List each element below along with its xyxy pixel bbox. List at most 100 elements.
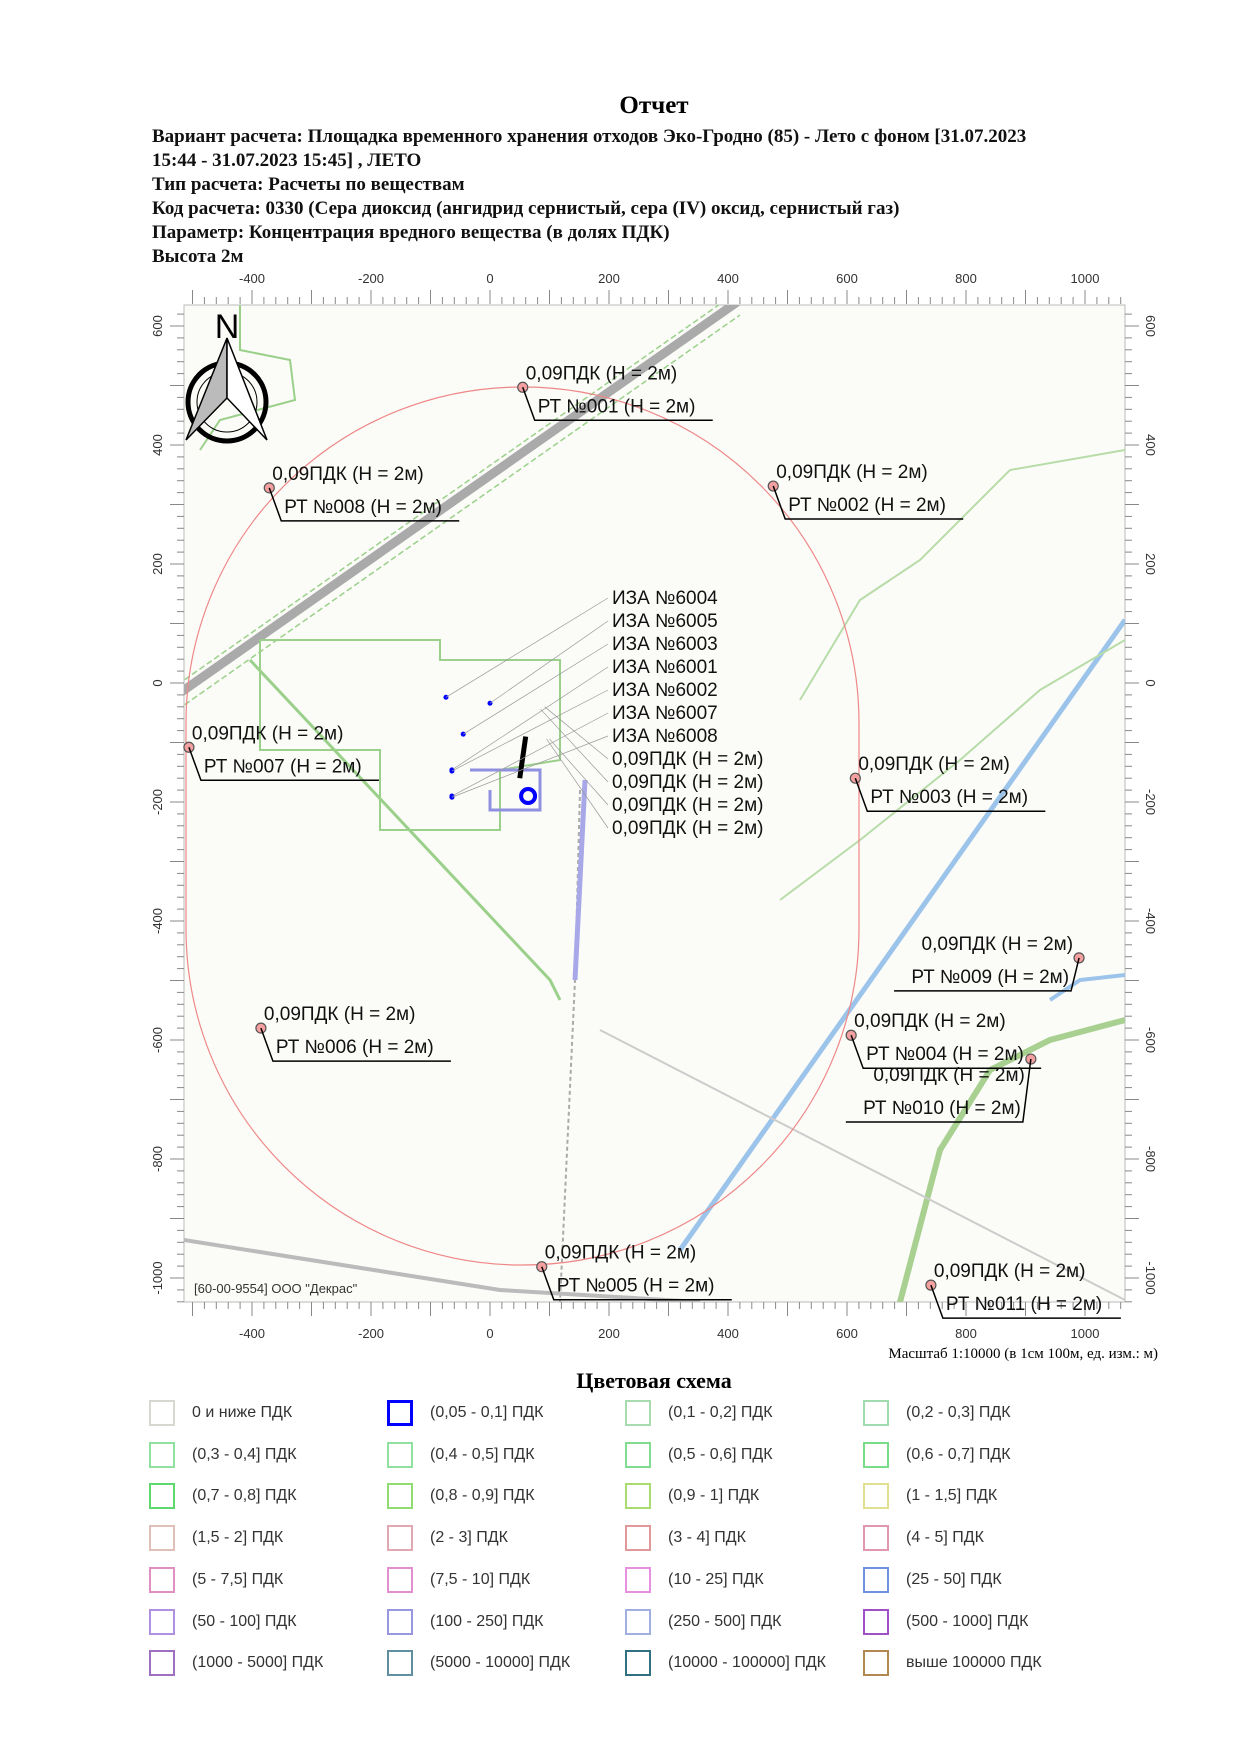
railway — [184, 305, 741, 696]
receptor-name: РТ №008 (Н = 2м) — [284, 497, 442, 518]
legend-label: (10000 - 100000] ПДК — [668, 1654, 826, 1672]
source-label: ИЗА №6003 — [612, 634, 718, 655]
legend-swatch — [387, 1525, 413, 1552]
legend-label: (250 - 500] ПДК — [668, 1612, 782, 1630]
legend-label: (1000 - 5000] ПДК — [192, 1654, 324, 1672]
leader-line — [894, 957, 1080, 992]
receptor-point[interactable]: 0,09ПДК (Н = 2м)РТ №004 (Н = 2м) — [845, 1011, 1042, 1069]
receptor-value: 0,09ПДК (Н = 2м) — [264, 1004, 416, 1025]
receptor-value: 0,09ПДК (Н = 2м) — [545, 1243, 697, 1264]
source-leader — [451, 689, 609, 772]
calc-type: Тип расчета: Расчеты по веществам — [152, 174, 465, 195]
legend-swatch — [387, 1608, 413, 1635]
legend-label: (0,6 - 0,7] ПДК — [906, 1445, 1011, 1463]
legend-swatch — [625, 1441, 651, 1468]
legend-label: (500 - 1000] ПДК — [906, 1612, 1029, 1630]
leader-line — [188, 747, 379, 782]
map-frame — [183, 304, 1126, 1303]
source-label: ИЗА №6002 — [612, 680, 718, 701]
legend-label: (0,8 - 0,9] ПДК — [430, 1487, 535, 1505]
source-label: ИЗА №6007 — [612, 703, 718, 724]
receptor-point[interactable]: 0,09ПДК (Н = 2м)РТ №011 (Н = 2м) — [925, 1261, 1121, 1319]
y-tick-label: -600 — [150, 1027, 165, 1053]
receptor-name: РТ №004 (Н = 2м) — [866, 1044, 1024, 1065]
receptor-name: РТ №002 (Н = 2м) — [788, 495, 946, 516]
x-tick-label: 600 — [836, 271, 858, 286]
legend-item: (100 - 250] ПДК — [387, 1608, 543, 1635]
y-tick-label: 400 — [1143, 434, 1158, 456]
y-tick-label: -800 — [1143, 1146, 1158, 1172]
legend-label: (0,05 - 0,1] ПДК — [430, 1404, 544, 1421]
legend-label: (0,5 - 0,6] ПДК — [668, 1445, 773, 1463]
source-label: ИЗА №6005 — [612, 611, 718, 632]
receptor-point[interactable]: 0,09ПДК (Н = 2м) РТ №003 (Н = 2м) — [849, 754, 1046, 812]
legend-swatch — [387, 1441, 413, 1468]
dispersion-map[interactable]: N -400-400-200-2000020020040040060060080… — [0, 0, 1240, 1360]
legend-item: (5 - 7,5] ПДК — [149, 1566, 283, 1593]
legend-label: (7,5 - 10] ПДК — [430, 1570, 531, 1588]
legend-label: (0,4 - 0,5] ПДК — [430, 1445, 535, 1463]
calc-code: Код расчета: 0330 (Сера диоксид (ангидри… — [152, 198, 900, 219]
receptor-point[interactable]: 0,09ПДК (Н = 2м)РТ №002 (Н = 2м) — [767, 462, 964, 520]
receptor-point[interactable]: 0,09ПДК (Н = 2м)РТ №008 (Н = 2м) — [263, 464, 460, 522]
legend-item: (3 - 4] ПДК — [625, 1525, 746, 1552]
y-tick-label: -400 — [1143, 908, 1158, 934]
legend-label: (0,7 - 0,8] ПДК — [192, 1487, 297, 1505]
receptor-point[interactable]: 0,09ПДК (Н = 2м)РТ №001 (Н = 2м) — [517, 363, 713, 422]
receptor-point[interactable]: 0,09ПДК (Н = 2м)РТ №010 (Н = 2м) — [845, 1053, 1037, 1123]
legend-label: (4 - 5] ПДК — [906, 1529, 984, 1547]
y-tick-label: -200 — [150, 789, 165, 815]
legend-label: выше 100000 ПДК — [906, 1654, 1042, 1672]
legend-item: (0,2 - 0,3] ПДК — [863, 1400, 1011, 1426]
receptor-value: 0,09ПДК (Н = 2м) — [858, 754, 1010, 775]
y-tick-label: 600 — [1143, 315, 1158, 337]
leader-line — [541, 1266, 732, 1301]
river — [677, 618, 1125, 1252]
receptor-point[interactable]: 0,09ПДК (Н = 2м)РТ №007 (Н = 2м) — [183, 723, 379, 782]
legend-label: (3 - 4] ПДК — [668, 1529, 746, 1547]
x-tick-label: 400 — [717, 1326, 739, 1341]
source-marker-icon — [519, 787, 538, 806]
receptor-name: РТ №006 (Н = 2м) — [276, 1037, 434, 1058]
y-tick-label: 200 — [1143, 553, 1158, 575]
legend-item: (250 - 500] ПДК — [625, 1608, 782, 1635]
leader-line — [522, 387, 713, 422]
y-tick-label: -800 — [150, 1146, 165, 1172]
legend-label: (0,1 - 0,2] ПДК — [668, 1404, 773, 1421]
legend-label: (0,9 - 1] ПДК — [668, 1487, 760, 1505]
receptor-point[interactable]: 0,09ПДК (Н = 2м)РТ №009 (Н = 2м) — [894, 934, 1085, 992]
x-tick-label: 600 — [836, 1326, 858, 1341]
receptor-point[interactable]: 0,09ПДК (Н = 2м)РТ №005 (Н = 2м) — [536, 1243, 732, 1301]
legend-label: (5000 - 10000] ПДК — [430, 1654, 571, 1672]
legend-swatch — [863, 1483, 889, 1510]
legend-swatch — [387, 1566, 413, 1593]
legend-item: (0,6 - 0,7] ПДК — [863, 1441, 1011, 1468]
receptor-point[interactable]: 0,09ПДК (Н = 2м) РТ №006 (Н = 2м) — [255, 1004, 451, 1062]
y-tick-label: -400 — [150, 908, 165, 934]
source-line — [517, 736, 529, 779]
source-leader — [463, 643, 609, 735]
receptor-name: РТ №003 (Н = 2м) — [870, 787, 1028, 808]
y-tick-label: -1000 — [150, 1261, 165, 1294]
legend-item: (1,5 - 2] ПДК — [149, 1525, 283, 1552]
receptor-name: РТ №011 (Н = 2м) — [946, 1294, 1102, 1315]
axis-ticks: -400-400-200-200002002004004006006008008… — [150, 271, 1158, 1341]
legend-item: (500 - 1000] ПДК — [863, 1608, 1029, 1635]
legend-swatch — [625, 1566, 651, 1593]
x-tick-label: 400 — [717, 271, 739, 286]
legend-label: (10 - 25] ПДК — [668, 1570, 764, 1588]
source-leader — [540, 708, 609, 783]
report-title: Отчет — [619, 92, 689, 119]
y-tick-label: -1000 — [1143, 1261, 1158, 1294]
north-arrow-icon: N — [185, 308, 269, 444]
x-tick-label: 800 — [955, 271, 977, 286]
legend-swatch — [149, 1400, 175, 1426]
height: Высота 2м — [152, 246, 244, 267]
road — [572, 779, 588, 981]
legend-item: (0,4 - 0,5] ПДК — [387, 1441, 535, 1468]
x-tick-label: -200 — [358, 1326, 384, 1341]
legend-swatch — [149, 1441, 175, 1468]
source-value: 0,09ПДК (Н = 2м) — [612, 818, 764, 839]
x-tick-label: -400 — [239, 271, 265, 286]
source-leader — [546, 738, 609, 829]
